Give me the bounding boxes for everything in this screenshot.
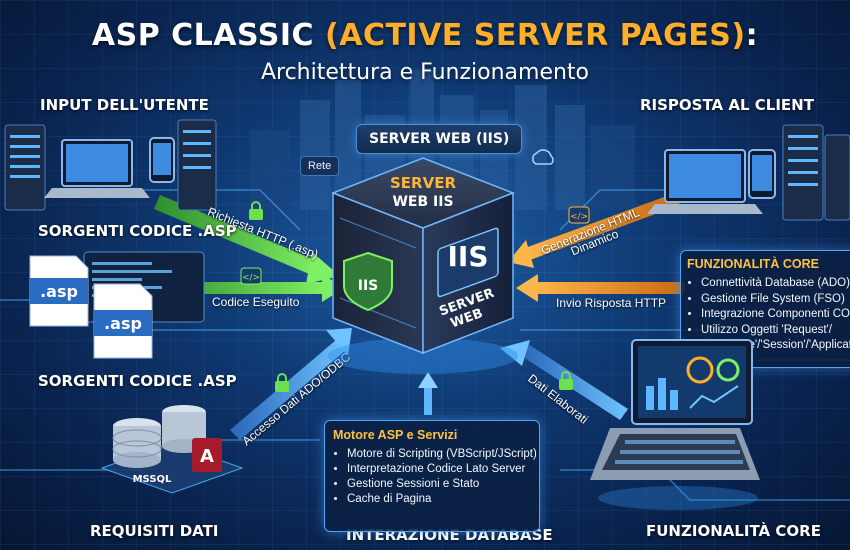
lock-icon: [275, 373, 289, 392]
title-part2: (ACTIVE SERVER PAGES): [325, 18, 746, 53]
core-heading: FUNZIONALITÀ CORE: [687, 257, 819, 271]
label-server-web-iis: SERVER WEB (IIS): [356, 124, 523, 154]
server-rack-icon: [4, 124, 46, 211]
left-device-cluster: [4, 119, 217, 211]
core-list: Connettività Database (ADO) Gestione Fil…: [687, 276, 850, 354]
laptop-icon: [44, 139, 150, 198]
motore-item: Interpretazione Codice Lato Server: [347, 462, 531, 477]
motore-heading: Motore ASP e Servizi: [333, 428, 458, 442]
core-item: Gestione File System (FSO): [701, 292, 849, 308]
laptop-icon: [647, 149, 763, 214]
arrow-generazione-html: [508, 193, 680, 268]
iis-logo: IIS: [447, 240, 488, 273]
phone-icon: [149, 137, 175, 183]
cloud-icon: [532, 149, 554, 165]
server-rack-icon: [782, 124, 824, 221]
svg-text:</>: </>: [242, 273, 260, 283]
svg-text:</>: </>: [570, 212, 588, 222]
asp-file-label-2: .asp: [104, 314, 142, 333]
motore-item: Motore di Scripting (VBScript/JScript): [347, 447, 537, 462]
label-risposta-client: RISPOSTA AL CLIENT: [640, 96, 814, 114]
core-item: Utilizzo Oggetti 'Request'/: [701, 323, 849, 339]
arrow-motore-up: [418, 372, 438, 415]
title-part1: ASP CLASSIC: [91, 18, 326, 53]
phone-icon: [748, 149, 776, 199]
arrow-invio-risposta: [516, 274, 685, 302]
core-item: Integrazione Componenti COM: [701, 307, 850, 323]
code-icon: </>: [568, 206, 590, 224]
page-title: ASP CLASSIC (ACTIVE SERVER PAGES):: [0, 18, 850, 53]
lock-icon: [249, 201, 263, 220]
motore-list: Motore di Scripting (VBScript/JScript) I…: [333, 447, 537, 507]
file-asp-icon: .asp: [93, 283, 153, 359]
database-icon: [112, 418, 162, 468]
core-item: Connettività Database (ADO): [701, 276, 850, 292]
rete-tag: Rete: [300, 156, 340, 176]
page-subtitle: Architettura e Funzionamento: [260, 60, 590, 85]
right-device-cluster: [647, 124, 850, 221]
label-requisiti-dati: REQUISITI DATI: [90, 522, 219, 540]
motore-item: Gestione Sessioni e Stato: [347, 477, 531, 492]
database-cluster: A MSSQL: [100, 405, 244, 494]
title-part3: :: [745, 18, 759, 53]
arrow-richiesta-http: [154, 195, 340, 284]
iis-server-cube: IIS IIS SERVER WEB SERVER WEB IIS: [328, 157, 518, 374]
label-funzionalita-core-bottom: FUNZIONALITÀ CORE: [646, 522, 821, 540]
file-asp-icon: .asp: [29, 255, 89, 327]
server-rack-icon: [177, 119, 217, 211]
server-rack-icon: [824, 134, 850, 221]
text-codice-eseguito: Codice Eseguito: [212, 295, 300, 309]
mssql-label: MSSQL: [133, 474, 172, 485]
svg-text:A: A: [200, 446, 214, 467]
server-top-line2: WEB IIS: [392, 194, 453, 210]
motore-item: Cache di Pagina: [347, 492, 531, 507]
label-input-utente: INPUT DELL'UTENTE: [40, 96, 209, 114]
asp-file-label-1: .asp: [40, 282, 78, 301]
lock-icon: [559, 371, 573, 390]
arrow-dati-elaborati: [500, 340, 628, 420]
shield-icon: IIS: [343, 251, 393, 312]
server-top-line1: SERVER: [390, 174, 456, 192]
label-sorgenti-1: SORGENTI CODICE .ASP: [38, 222, 237, 240]
dashboard-laptop-icon: [590, 339, 760, 510]
access-db-icon: A: [192, 438, 222, 472]
shield-label: IIS: [358, 278, 379, 294]
label-sorgenti-2: SORGENTI CODICE .ASP: [38, 372, 237, 390]
asp-source-files: .asp .asp: [29, 251, 205, 359]
motore-asp-panel: Motore ASP e Servizi Motore di Scripting…: [324, 420, 540, 532]
text-invio-risposta: Invio Risposta HTTP: [556, 296, 667, 310]
code-icon: </>: [240, 267, 262, 285]
